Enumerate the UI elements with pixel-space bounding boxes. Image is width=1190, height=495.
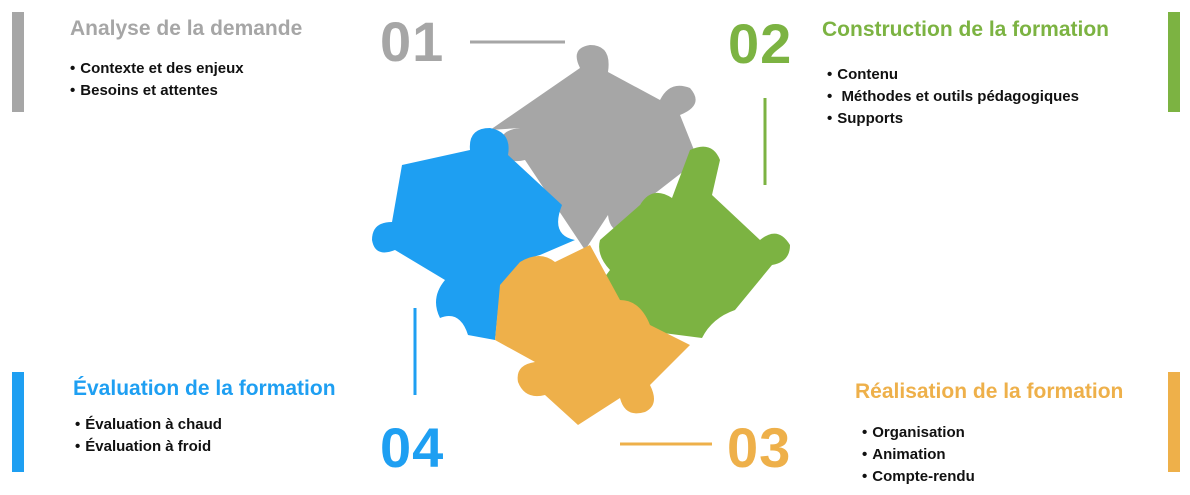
step-01-list: •Contexte et des enjeux •Besoins et atte… bbox=[70, 58, 244, 102]
list-item: • Méthodes et outils pédagogiques bbox=[827, 88, 1079, 105]
list-item: •Besoins et attentes bbox=[70, 82, 218, 99]
list-item: •Contenu bbox=[827, 66, 899, 83]
step-04-title: Évaluation de la formation bbox=[73, 377, 336, 400]
step-03-list: •Organisation •Animation •Compte-rendu bbox=[862, 422, 975, 488]
step-04-accent-bar bbox=[12, 372, 24, 472]
step-02-list: •Contenu • Méthodes et outils pédagogiqu… bbox=[827, 64, 1079, 130]
step-04-number: 04 bbox=[380, 416, 445, 479]
step-01-number: 01 bbox=[380, 10, 445, 73]
list-item: •Supports bbox=[827, 110, 904, 127]
step-03-title: Réalisation de la formation bbox=[855, 380, 1124, 403]
list-item: •Animation bbox=[862, 446, 946, 463]
list-item: •Évaluation à chaud bbox=[75, 416, 222, 433]
list-item: •Compte-rendu bbox=[862, 468, 975, 485]
step-02-number: 02 bbox=[728, 12, 793, 75]
puzzle-piece-orange bbox=[495, 245, 690, 425]
step-01-title: Analyse de la demande bbox=[70, 17, 303, 40]
step-03-number: 03 bbox=[727, 416, 792, 479]
puzzle-piece-blue bbox=[372, 128, 575, 340]
step-01-accent-bar bbox=[12, 12, 24, 112]
step-03-accent-bar bbox=[1168, 372, 1180, 472]
step-02-title: Construction de la formation bbox=[822, 18, 1110, 41]
list-item: •Organisation bbox=[862, 424, 965, 441]
step-04-list: •Évaluation à chaud •Évaluation à froid bbox=[75, 414, 222, 458]
list-item: •Contexte et des enjeux bbox=[70, 60, 244, 77]
step-02-accent-bar bbox=[1168, 12, 1180, 112]
puzzle-piece-green bbox=[595, 146, 790, 338]
list-item: •Évaluation à froid bbox=[75, 438, 212, 455]
